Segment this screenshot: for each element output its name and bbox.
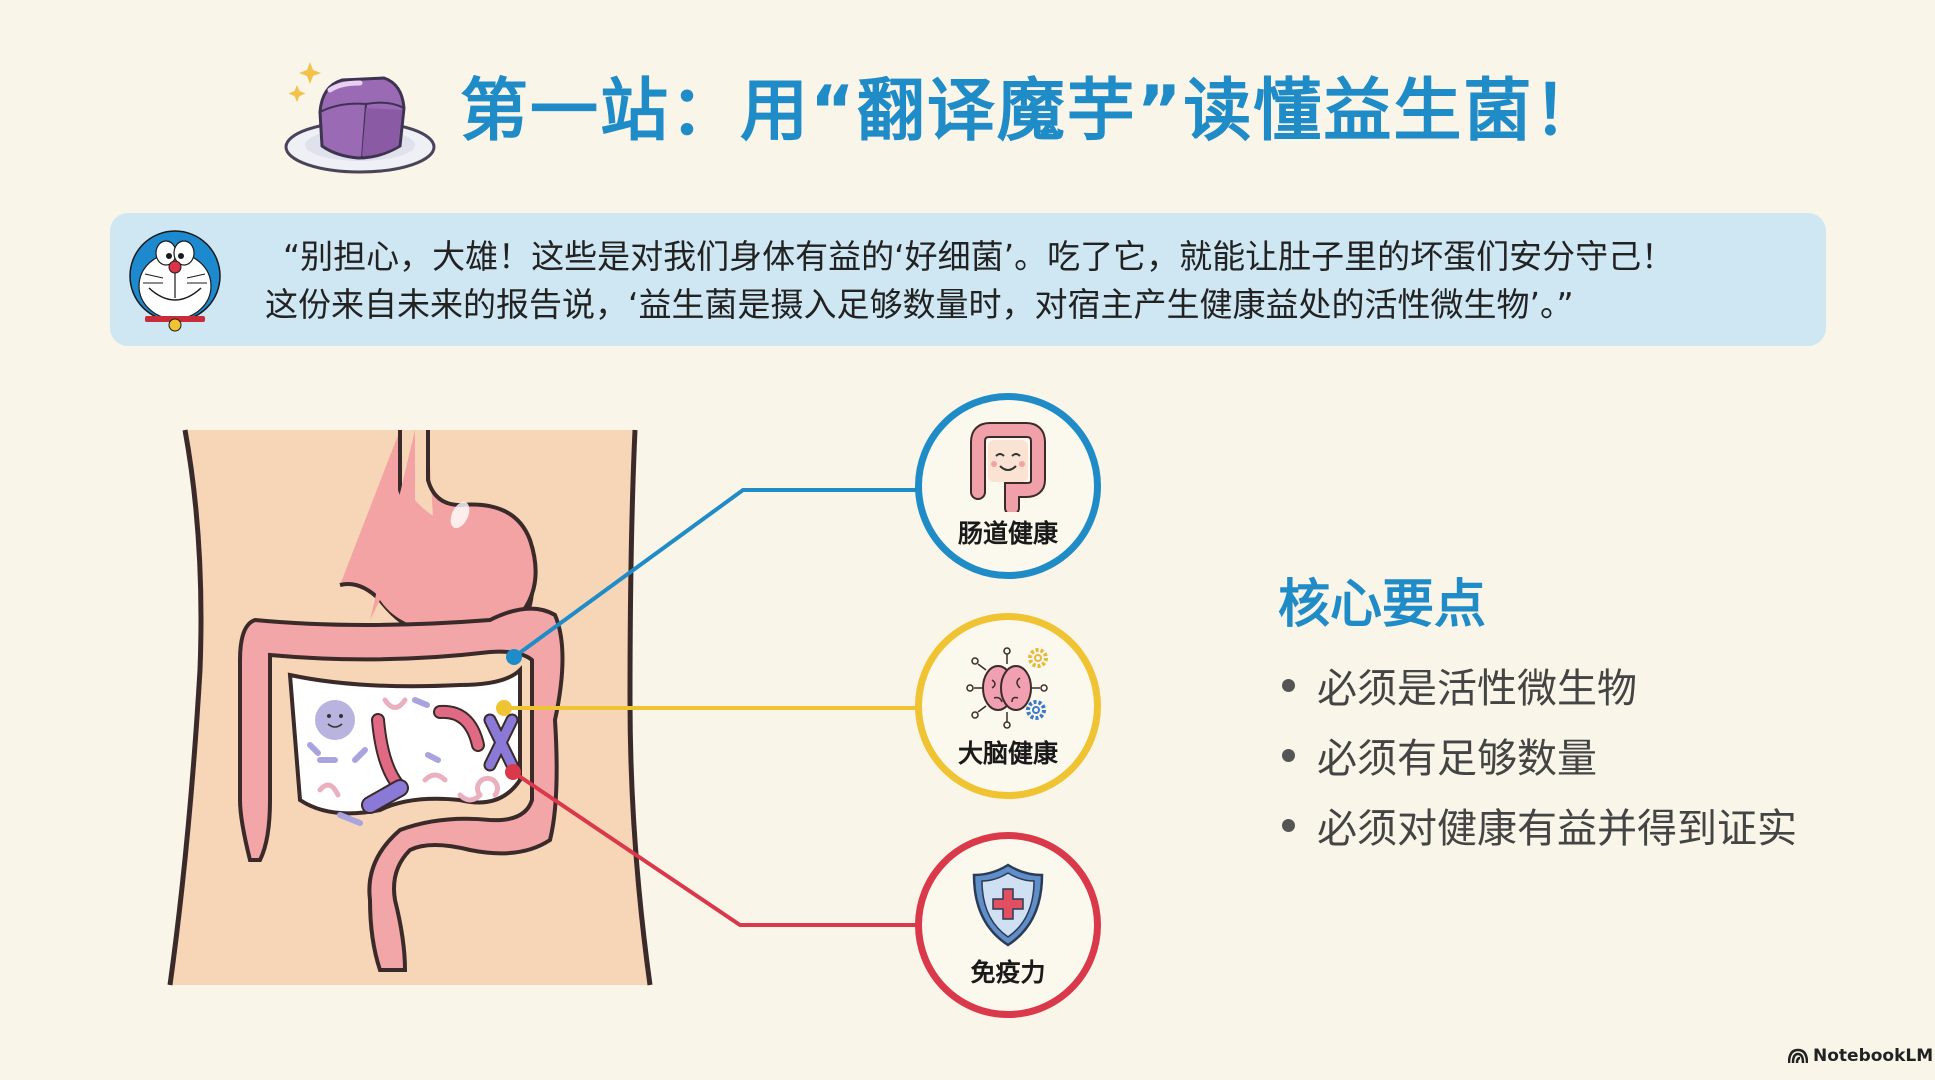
- key-points-list: 必须是活性微生物 必须有足够数量 必须对健康有益并得到证实: [1282, 650, 1797, 860]
- bullet-icon: [1282, 678, 1295, 692]
- key-point-text: 必须是活性微生物: [1317, 666, 1637, 712]
- quote-line-2: 这份来自未来的报告说，‘益生菌是摄入足够数量时，对宿主产生健康益处的活性微生物’…: [265, 285, 1574, 324]
- brand-label: NotebookLM: [1813, 1046, 1934, 1066]
- notebooklm-brand: NotebookLM: [1788, 1046, 1933, 1066]
- key-point-text: 必须对健康有益并得到证实: [1317, 806, 1797, 852]
- bullet-icon: [1282, 818, 1295, 832]
- bullet-icon: [1282, 748, 1295, 762]
- benefit-immunity: 免疫力: [915, 832, 1101, 1018]
- key-points-title: 核心要点: [1278, 575, 1487, 635]
- benefit-gut-health: 肠道健康: [915, 393, 1101, 579]
- key-point-item: 必须有足够数量: [1282, 720, 1797, 790]
- key-point-item: 必须是活性微生物: [1282, 650, 1797, 720]
- title-area: [280, 50, 440, 180]
- doraemon-avatar-icon: [129, 230, 221, 332]
- doraemon-quote-box: [110, 213, 1826, 346]
- benefit-brain-health: 大脑健康: [915, 613, 1101, 799]
- key-point-text: 必须有足够数量: [1317, 736, 1597, 782]
- key-point-item: 必须对健康有益并得到证实: [1282, 790, 1797, 860]
- benefit-label: 免疫力: [970, 958, 1046, 987]
- notebooklm-logo-icon: [1788, 1048, 1808, 1064]
- translation-konjac-jelly-icon: [284, 62, 436, 174]
- shield-cross-icon: [972, 863, 1044, 947]
- page-title: 第一站：用“翻译魔芋”读懂益生菌！: [460, 72, 1604, 151]
- brain-gears-icon: [966, 647, 1048, 729]
- benefit-label: 肠道健康: [957, 519, 1058, 548]
- quote-line-1: “别担心，大雄！这些是对我们身体有益的‘好细菌’。吃了它，就能让肚子里的坏蛋们安…: [283, 237, 1675, 276]
- smiling-intestine-icon: [970, 422, 1046, 512]
- digestive-system-illustration: [167, 429, 653, 986]
- benefit-label: 大脑健康: [957, 739, 1058, 768]
